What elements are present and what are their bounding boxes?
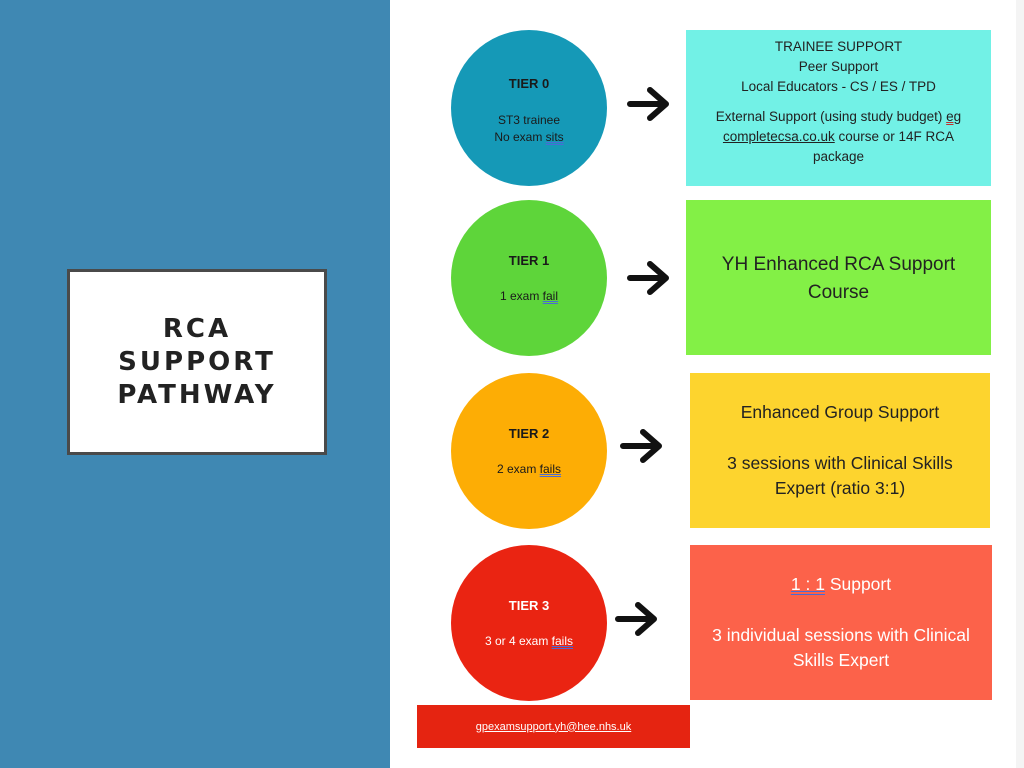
one-to-one-ratio: 1 : 1 xyxy=(790,574,825,594)
tier-3-desc-text: 3 or 4 exam xyxy=(484,634,552,648)
tier-0-desc-text: No exam xyxy=(494,130,546,144)
tier-1-desc-underlined: fail xyxy=(542,289,559,303)
enhanced-course-line1: YH Enhanced RCA Support xyxy=(721,254,956,275)
enhanced-course-line2: Course xyxy=(807,282,870,303)
tier-2-support-box: Enhanced Group Support 3 sessions with C… xyxy=(690,373,990,528)
peer-support-text: Peer Support xyxy=(798,59,879,74)
trainee-support-heading: TRAINEE SUPPORT xyxy=(774,39,903,54)
right-arrow-icon xyxy=(615,602,657,636)
tier-0-label: TIER 0 xyxy=(508,76,550,91)
tier-0-support-box: TRAINEE SUPPORT Peer Support Local Educa… xyxy=(686,30,991,186)
tier-3-support-box: 1 : 1 Support 3 individual sessions with… xyxy=(690,545,992,700)
tier-2-circle: TIER 2 2 exam fails xyxy=(451,373,607,529)
tier-2-desc-text: 2 exam xyxy=(496,462,540,476)
tier-1-circle: TIER 1 1 exam fail xyxy=(451,200,607,356)
right-arrow-icon xyxy=(620,429,662,463)
tier-3-label: TIER 3 xyxy=(508,598,550,613)
one-to-one-heading: 1 : 1 Support xyxy=(690,572,992,597)
tier-1-desc-text: 1 exam xyxy=(499,289,543,303)
local-educators-text: Local Educators - CS / ES / TPD xyxy=(741,79,936,94)
email-bar: gpexamsupport.yh@hee.nhs.uk xyxy=(417,705,690,748)
group-sessions-line1: 3 sessions with Clinical Skills xyxy=(727,453,953,473)
tier-0-desc: ST3 trainee No exam sits xyxy=(451,112,607,146)
title-line-1: RCA xyxy=(162,313,232,344)
tier-0-circle: TIER 0 ST3 trainee No exam sits xyxy=(451,30,607,186)
tier-0-desc-line1: ST3 trainee xyxy=(497,113,561,127)
external-support-text: External Support (using study budget) eg… xyxy=(686,107,991,167)
title-line-3: PATHWAY xyxy=(117,379,277,410)
title-line-2: SUPPORT xyxy=(118,346,276,377)
tier-3-circle: TIER 3 3 or 4 exam fails xyxy=(451,545,607,701)
tier-2-desc: 2 exam fails xyxy=(451,461,607,478)
completecsa-link[interactable]: completecsa.co.uk xyxy=(722,129,835,144)
tier-3-desc: 3 or 4 exam fails xyxy=(451,633,607,650)
tier-1-support-box: YH Enhanced RCA Support Course xyxy=(686,200,991,355)
tier-3-desc-underlined: fails xyxy=(551,634,574,648)
external-support-eg: eg xyxy=(946,109,962,124)
right-arrow-icon xyxy=(627,87,669,121)
group-support-heading: Enhanced Group Support xyxy=(740,402,940,422)
tier-1-label: TIER 1 xyxy=(508,253,550,268)
right-arrow-icon xyxy=(627,261,669,295)
tier-2-label: TIER 2 xyxy=(508,426,550,441)
slide-edge xyxy=(1016,0,1024,768)
external-support-intro: External Support (using study budget) xyxy=(715,109,947,124)
individual-sessions-line2: Skills Expert xyxy=(792,650,890,670)
email-link[interactable]: gpexamsupport.yh@hee.nhs.uk xyxy=(475,720,632,733)
external-support-rest: course or 14F RCA package xyxy=(812,129,955,164)
one-to-one-support: Support xyxy=(824,574,892,594)
tier-1-desc: 1 exam fail xyxy=(451,288,607,305)
tier-0-desc-line2: No exam sits xyxy=(451,129,607,146)
individual-sessions-line1: 3 individual sessions with Clinical xyxy=(712,625,970,645)
tier-0-desc-underlined: sits xyxy=(545,130,564,144)
tier-2-desc-underlined: fails xyxy=(539,462,562,476)
group-sessions-line2: Expert (ratio 3:1) xyxy=(774,478,906,498)
title-box: RCA SUPPORT PATHWAY xyxy=(67,269,327,455)
